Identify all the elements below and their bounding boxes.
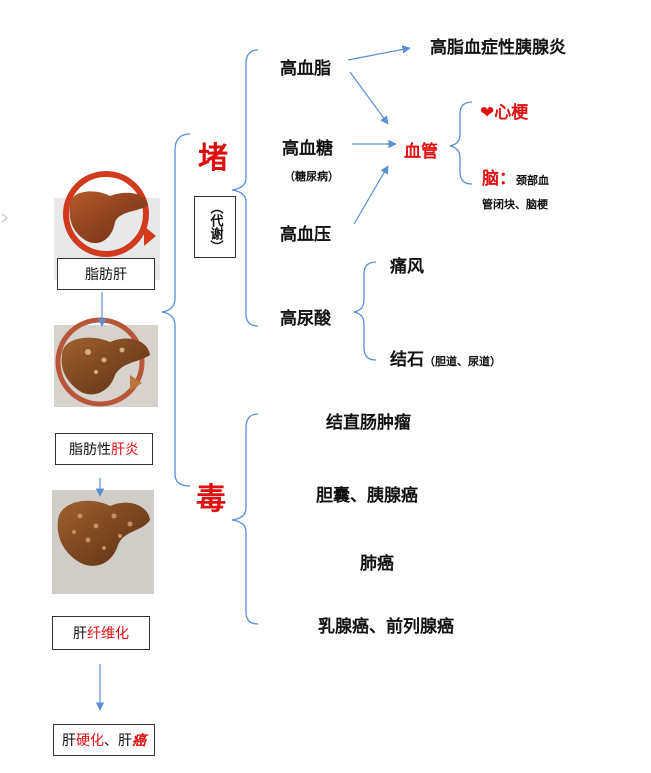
stage-cirrhosis-h2: 癌 bbox=[132, 733, 146, 749]
gallbladder-pancreas-cancer: 胆囊、胰腺癌 bbox=[316, 486, 418, 506]
stage-cirrhosis-h1: 硬化 bbox=[76, 733, 104, 749]
category-toxin: 毒 bbox=[196, 482, 226, 517]
stage-fibrosis: 肝纤维化 bbox=[52, 616, 150, 650]
brain-label: 脑： bbox=[482, 169, 516, 189]
brain-line1: 颈部血 bbox=[516, 174, 549, 187]
pancreatitis: 高脂血症性胰腺炎 bbox=[430, 38, 566, 58]
brain-line2: 管闭块、脑梗 bbox=[482, 198, 548, 211]
condition-arrows bbox=[347, 45, 411, 225]
stage-cirrhosis-cancer: 肝硬化、肝癌 bbox=[53, 724, 155, 756]
gout: 痛风 bbox=[390, 257, 424, 277]
liver-image-fibrosis bbox=[52, 490, 154, 594]
stage-fibrosis-prefix: 肝 bbox=[73, 626, 87, 642]
brackets bbox=[161, 49, 473, 625]
heart-attack-label: 心梗 bbox=[494, 103, 529, 123]
hyperlipidemia: 高血脂 bbox=[280, 59, 331, 79]
category-blockage: 堵 bbox=[198, 141, 228, 176]
lung-cancer: 肺癌 bbox=[360, 554, 394, 574]
metabolism-note: （代谢） bbox=[194, 196, 236, 258]
stones-note: （胆道、尿道） bbox=[424, 355, 501, 368]
stage-cirrhosis-p1: 肝 bbox=[62, 733, 76, 749]
heart-attack: ❤心梗 bbox=[480, 98, 528, 123]
hyperuricemia: 高尿酸 bbox=[280, 309, 331, 329]
colorectal-tumor: 结直肠肿瘤 bbox=[326, 413, 411, 433]
stage-fatty-hepatitis-highlight: 肝炎 bbox=[111, 442, 139, 458]
heart-icon: ❤ bbox=[480, 103, 495, 123]
liver-image-hepatitis bbox=[54, 317, 158, 407]
diabetes-note: （糖尿病） bbox=[284, 170, 339, 183]
stage-cirrhosis-p2: 、肝 bbox=[104, 733, 132, 749]
hyperglycemia: 高血糖 bbox=[282, 139, 333, 159]
stage-fatty-liver: 脂肪肝 bbox=[57, 258, 155, 290]
stage-fibrosis-highlight: 纤维化 bbox=[87, 626, 129, 642]
stage-fatty-hepatitis: 脂肪性肝炎 bbox=[55, 433, 153, 465]
brain-stroke: 脑：颈部血 bbox=[482, 164, 549, 189]
vascular: 血管 bbox=[404, 142, 438, 162]
breast-prostate-cancer: 乳腺癌、前列腺癌 bbox=[318, 617, 454, 637]
stage-fatty-liver-label: 脂肪肝 bbox=[85, 267, 127, 283]
progression-arrows bbox=[95, 292, 107, 711]
stones-label: 结石 bbox=[390, 350, 424, 370]
hypertension: 高血压 bbox=[280, 225, 331, 245]
stage-fatty-hepatitis-prefix: 脂肪性 bbox=[69, 442, 111, 458]
stones: 结石（胆道、尿道） bbox=[390, 345, 501, 370]
